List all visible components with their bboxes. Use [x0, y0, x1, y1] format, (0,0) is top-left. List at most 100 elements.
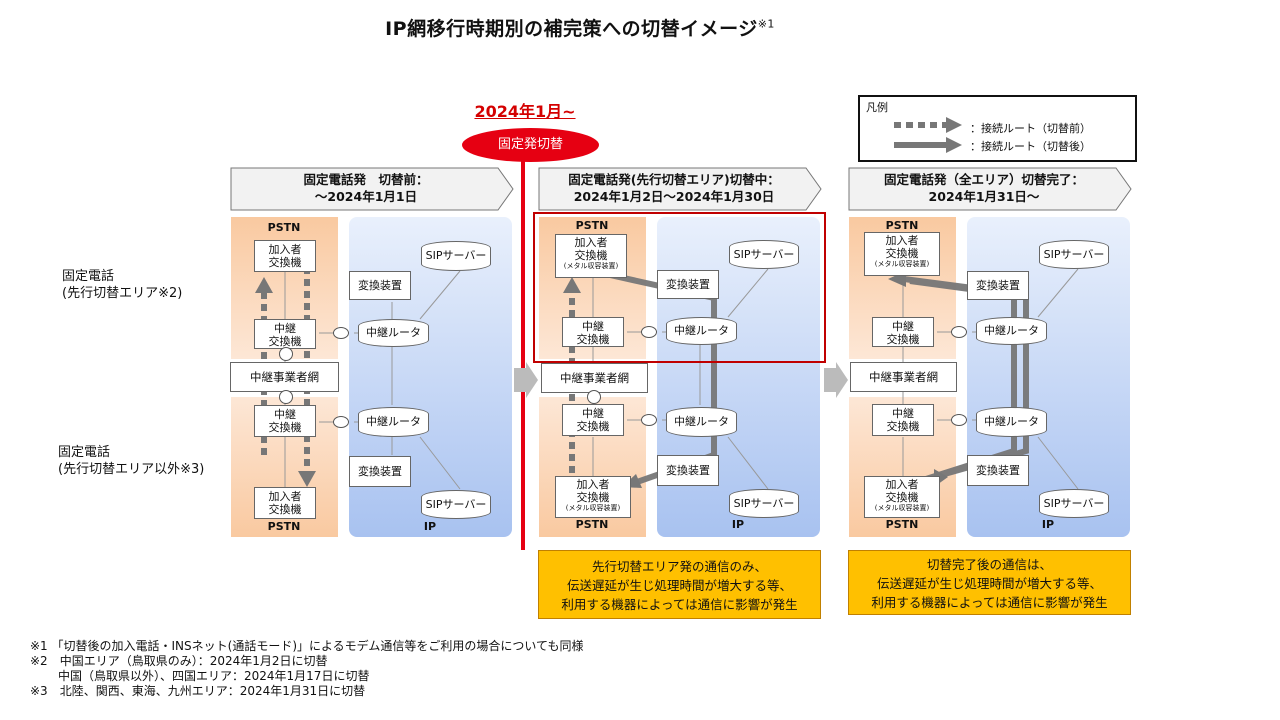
subscriber-switch-upper-l2: 交換機 [268, 256, 302, 269]
subscriber-switch-lower-l1: 加入者 [885, 478, 919, 491]
subscriber-switch-lower-l2: 交換機 [576, 491, 610, 504]
banner-1-line1: 固定電話発 切替前： [303, 172, 429, 187]
transit-switch-upper-l1: 中継 [274, 322, 296, 335]
transit-router-upper: 中継ルータ [976, 317, 1047, 345]
transit-switch-upper-l1: 中継 [582, 320, 604, 333]
panel-during: PSTN 加入者 交換機 (メタル収容装置) 中継 交換機 中継事業者網 中継 … [538, 215, 823, 540]
transit-switch-lower-l2: 交換機 [576, 420, 610, 433]
transit-switch-upper: 中継 交換機 [872, 317, 934, 347]
banner-2: 固定電話発(先行切替エリア)切替中： 2024年1月2日～2024年1月30日 [540, 171, 808, 205]
transit-switch-upper-l2: 交換機 [886, 333, 920, 346]
impact-note-during-1: 先行切替エリア発の通信のみ、 [591, 559, 767, 574]
transit-router-lower: 中継ルータ [976, 407, 1047, 437]
impact-note-after-2: 伝送遅延が生じ処理時間が増大する等、 [876, 576, 1102, 591]
subscriber-switch-lower: 加入者 交換機 (メタル収容装置) [864, 476, 940, 518]
transit-router-upper: 中継ルータ [358, 319, 429, 347]
banner-3-line1: 固定電話発（全エリア）切替完了： [883, 172, 1084, 187]
side-label-upper-2: (先行切替エリア※2) [62, 286, 183, 301]
subscriber-switch-lower-l1: 加入者 [268, 490, 302, 503]
subscriber-switch-lower-l2: 交換機 [268, 503, 302, 516]
transit-switch-upper-l1: 中継 [892, 320, 914, 333]
pstn-label-lower: PSTN [267, 520, 301, 533]
subscriber-switch-lower: 加入者 交換機 (メタル収容装置) [555, 476, 631, 518]
transit-switch-lower-l2: 交換機 [886, 420, 920, 433]
carrier-network: 中継事業者網 [230, 362, 339, 392]
transit-switch-lower-l1: 中継 [892, 407, 914, 420]
title-text: IP網移行時期別の補完策への切替イメージ [385, 18, 758, 40]
gateway-icon-lower [587, 390, 601, 404]
banner-3-line2: 2024年1月31日～ [928, 189, 1040, 204]
side-label-lower-2: (先行切替エリア以外※3) [58, 462, 205, 477]
interconnect-icon-upper [333, 327, 349, 339]
sip-server-upper: SIPサーバー [421, 241, 491, 271]
subscriber-switch-upper: 加入者 交換機 (メタル収容装置) [864, 232, 940, 276]
converter-upper: 変換装置 [657, 270, 719, 299]
transit-switch-lower: 中継 交換機 [562, 404, 624, 436]
sip-server-upper: SIPサーバー [1039, 240, 1109, 269]
footnote-1: ※1 「切替後の加入電話・INSネット(通話モード)」によるモデム通信等をご利用… [30, 639, 584, 653]
switching-area-highlight [533, 212, 826, 363]
interconnect-icon-lower [333, 416, 349, 428]
pstn-label-upper: PSTN [267, 221, 301, 234]
footnote-3: ※3 北陸、関西、東海、九州エリア：2024年1月31日に切替 [30, 684, 366, 698]
banner-shape-1 [230, 167, 514, 211]
subscriber-switch-upper: 加入者 交換機 (メタル収容装置) [555, 234, 627, 278]
transit-switch-lower: 中継 交換機 [254, 405, 316, 437]
impact-note-after-3: 利用する機器によっては通信に影響が発生 [871, 595, 1108, 610]
banner-shape-3 [848, 167, 1132, 211]
ip-label: IP [731, 518, 745, 531]
transit-switch-lower: 中継 交換機 [872, 404, 934, 436]
transit-switch-upper: 中継 交換機 [562, 317, 624, 347]
impact-note-during: 先行切替エリア発の通信のみ、 伝送遅延が生じ処理時間が増大する等、 利用する機器… [538, 550, 821, 619]
carrier-network: 中継事業者網 [541, 363, 648, 393]
subscriber-switch-upper-metal: (メタル収容装置) [563, 262, 619, 270]
banner-1-line2: ～2024年1月1日 [314, 189, 418, 204]
interconnect-icon-lower [641, 414, 657, 426]
converter-lower: 変換装置 [657, 455, 719, 486]
subscriber-switch-lower-metal: (メタル収容装置) [874, 504, 930, 512]
legend-before: ：接続ルート（切替前） [970, 122, 1091, 135]
impact-note-after: 切替完了後の通信は、 伝送遅延が生じ処理時間が増大する等、 利用する機器によって… [848, 550, 1131, 615]
gateway-icon-lower [279, 390, 293, 404]
pstn-label-upper: PSTN [575, 219, 609, 232]
impact-note-after-1: 切替完了後の通信は、 [926, 557, 1052, 572]
transit-router-lower: 中継ルータ [666, 407, 737, 437]
pstn-label-lower: PSTN [575, 518, 609, 531]
transit-switch-lower-l1: 中継 [274, 408, 296, 421]
subscriber-switch-upper-l2: 交換機 [885, 247, 919, 260]
subscriber-switch-lower-l2: 交換機 [885, 491, 919, 504]
carrier-network: 中継事業者網 [850, 362, 957, 392]
banner-3: 固定電話発（全エリア）切替完了： 2024年1月31日～ [850, 171, 1118, 205]
footnotes: ※1 「切替後の加入電話・INSネット(通話モード)」によるモデム通信等をご利用… [30, 639, 1030, 699]
title-footnote-mark: ※1 [757, 17, 775, 31]
subscriber-switch-upper-l1: 加入者 [885, 234, 919, 247]
impact-note-during-2: 伝送遅延が生じ処理時間が増大する等、 [566, 578, 792, 593]
transit-switch-upper-l2: 交換機 [268, 335, 302, 348]
panel-before: PSTN 加入者 交換機 中継 交換機 中継事業者網 中継 交換機 加入者 交換… [230, 215, 515, 540]
subscriber-switch-lower: 加入者 交換機 [254, 487, 316, 519]
transition-arrow-1 [514, 362, 538, 398]
interconnect-icon-upper [641, 326, 657, 338]
legend-after: ：接続ルート（切替後） [970, 140, 1091, 153]
subscriber-switch-lower-l1: 加入者 [576, 478, 610, 491]
banner-1: 固定電話発 切替前： ～2024年1月1日 [232, 171, 500, 205]
subscriber-switch-upper: 加入者 交換機 [254, 240, 316, 272]
milestone-date: 2024年1月~ [474, 102, 576, 121]
banner-2-line2: 2024年1月2日～2024年1月30日 [573, 189, 775, 204]
footnote-2a: ※2 中国エリア（鳥取県のみ）：2024年1月2日に切替 [30, 654, 328, 668]
page-title: IP網移行時期別の補完策への切替イメージ※1 [0, 14, 1160, 41]
transit-switch-upper: 中継 交換機 [254, 319, 316, 349]
pstn-label-lower: PSTN [885, 518, 919, 531]
subscriber-switch-lower-metal: (メタル収容装置) [565, 504, 621, 512]
legend-route-icons [894, 117, 962, 153]
banner-2-line1: 固定電話発(先行切替エリア)切替中： [568, 172, 780, 187]
ip-label: IP [423, 520, 437, 533]
legend-title: 凡例 [866, 101, 888, 114]
interconnect-icon-lower [951, 414, 967, 426]
subscriber-switch-upper-metal: (メタル収容装置) [874, 260, 930, 268]
transit-router-upper: 中継ルータ [666, 317, 737, 345]
interconnect-icon-upper [951, 326, 967, 338]
subscriber-switch-upper-l1: 加入者 [574, 236, 608, 249]
converter-lower: 変換装置 [349, 456, 411, 487]
footnote-2b: 中国（鳥取県以外）、四国エリア：2024年1月17日に切替 [58, 669, 370, 683]
